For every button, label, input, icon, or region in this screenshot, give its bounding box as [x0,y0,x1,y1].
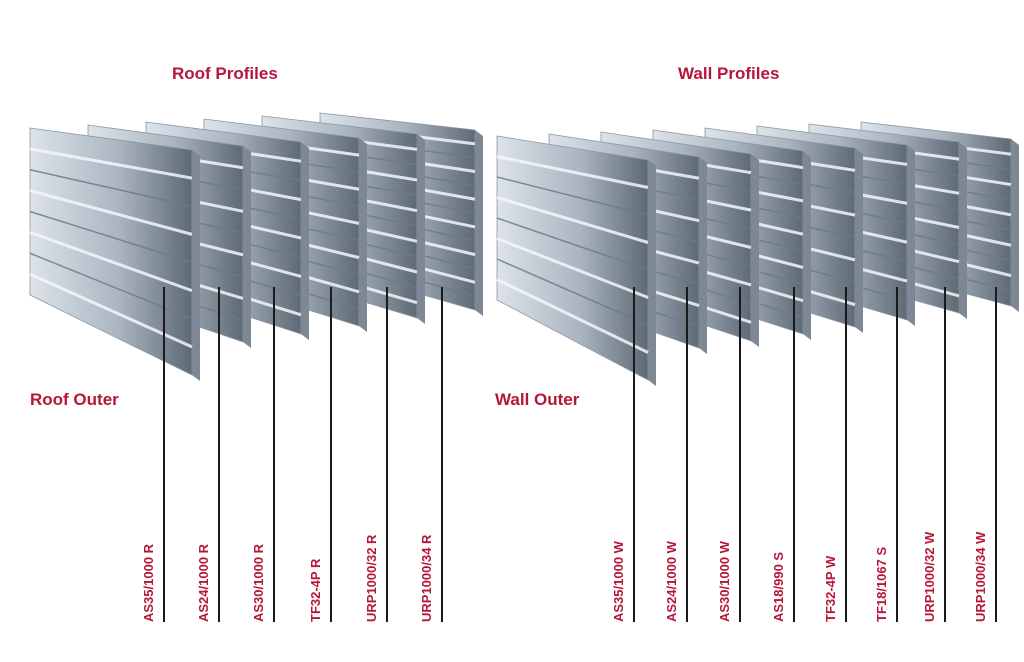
profile-label: TF18/1067 S [874,546,889,622]
profile-label: TF32-4P W [823,555,838,622]
profile-label: AS35/1000 W [611,541,626,622]
leader-line [163,287,165,622]
roof-profiles-title: Roof Profiles [172,64,278,83]
profile-label: AS30/1000 W [717,541,732,622]
profile-label: AS18/990 S [771,551,786,622]
leader-line [845,287,847,622]
profile-panel [29,127,200,381]
leader-line [441,287,443,622]
roof-outer-label: Roof Outer [30,390,119,409]
profile-label: URP1000/34 W [973,531,988,622]
leader-line [793,287,795,622]
wall-profiles-title: Wall Profiles [678,64,780,83]
wall-outer-label: Wall Outer [495,390,580,409]
leader-line [273,287,275,622]
leader-line [739,287,741,622]
leader-line [633,287,635,622]
leader-line [386,287,388,622]
leader-line [330,287,332,622]
leader-line [896,287,898,622]
leader-line [218,287,220,622]
profile-label: AS24/1000 W [664,541,679,622]
leader-line [995,287,997,622]
leader-line [686,287,688,622]
profile-panel [496,135,656,386]
profile-label: URP1000/32 W [922,531,937,622]
leader-line [944,287,946,622]
